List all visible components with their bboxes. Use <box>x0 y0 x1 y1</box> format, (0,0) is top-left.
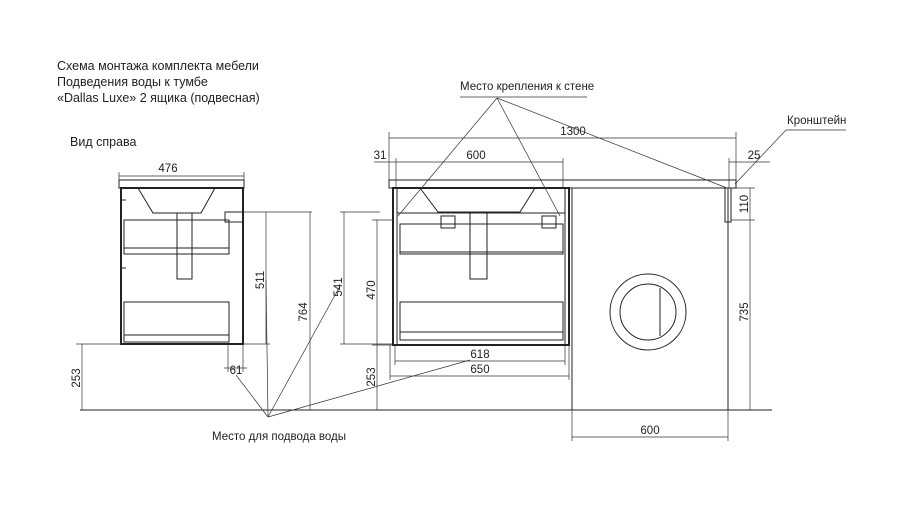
dim-476: 476 <box>158 163 177 175</box>
dim-600-washer: 600 <box>640 425 659 437</box>
label-bracket: Кронштейн <box>787 115 846 127</box>
title-line-3: «Dallas Luxe» 2 ящика (подвесная) <box>57 91 260 105</box>
dim-600-basin: 600 <box>466 150 485 162</box>
bracket <box>724 187 732 223</box>
dim-1300: 1300 <box>560 126 586 138</box>
dim-650: 650 <box>470 364 489 376</box>
bracket-leader <box>734 129 846 185</box>
side-view-cabinet <box>118 179 245 345</box>
dim-618: 618 <box>470 349 489 361</box>
dim-110: 110 <box>739 195 751 213</box>
dim-511: 511 <box>255 271 267 289</box>
front-view-cabinet <box>388 179 737 346</box>
dim-25: 25 <box>748 150 761 162</box>
washing-machine <box>571 187 729 411</box>
dim-31: 31 <box>374 150 387 162</box>
dim-front-253: 253 <box>366 367 378 386</box>
dim-61: 61 <box>230 365 243 377</box>
dim-764: 764 <box>298 302 310 322</box>
wall-mount-leaders <box>397 96 728 217</box>
title-line-2: Подведения воды к тумбе <box>57 75 208 89</box>
label-wall-mount: Место крепления к стене <box>460 81 594 93</box>
dim-541: 541 <box>333 277 345 296</box>
side-dimensions <box>76 172 393 410</box>
dim-735: 735 <box>739 302 751 321</box>
label-water-supply: Место для подвода воды <box>212 431 346 443</box>
water-supply-leaders <box>235 279 471 418</box>
side-view-label: Вид справа <box>70 135 137 149</box>
dim-side-253: 253 <box>71 368 83 387</box>
dim-470: 470 <box>366 280 378 299</box>
front-dimensions <box>372 132 770 441</box>
title-line-1: Схема монтажа комплекта мебели <box>57 59 259 73</box>
